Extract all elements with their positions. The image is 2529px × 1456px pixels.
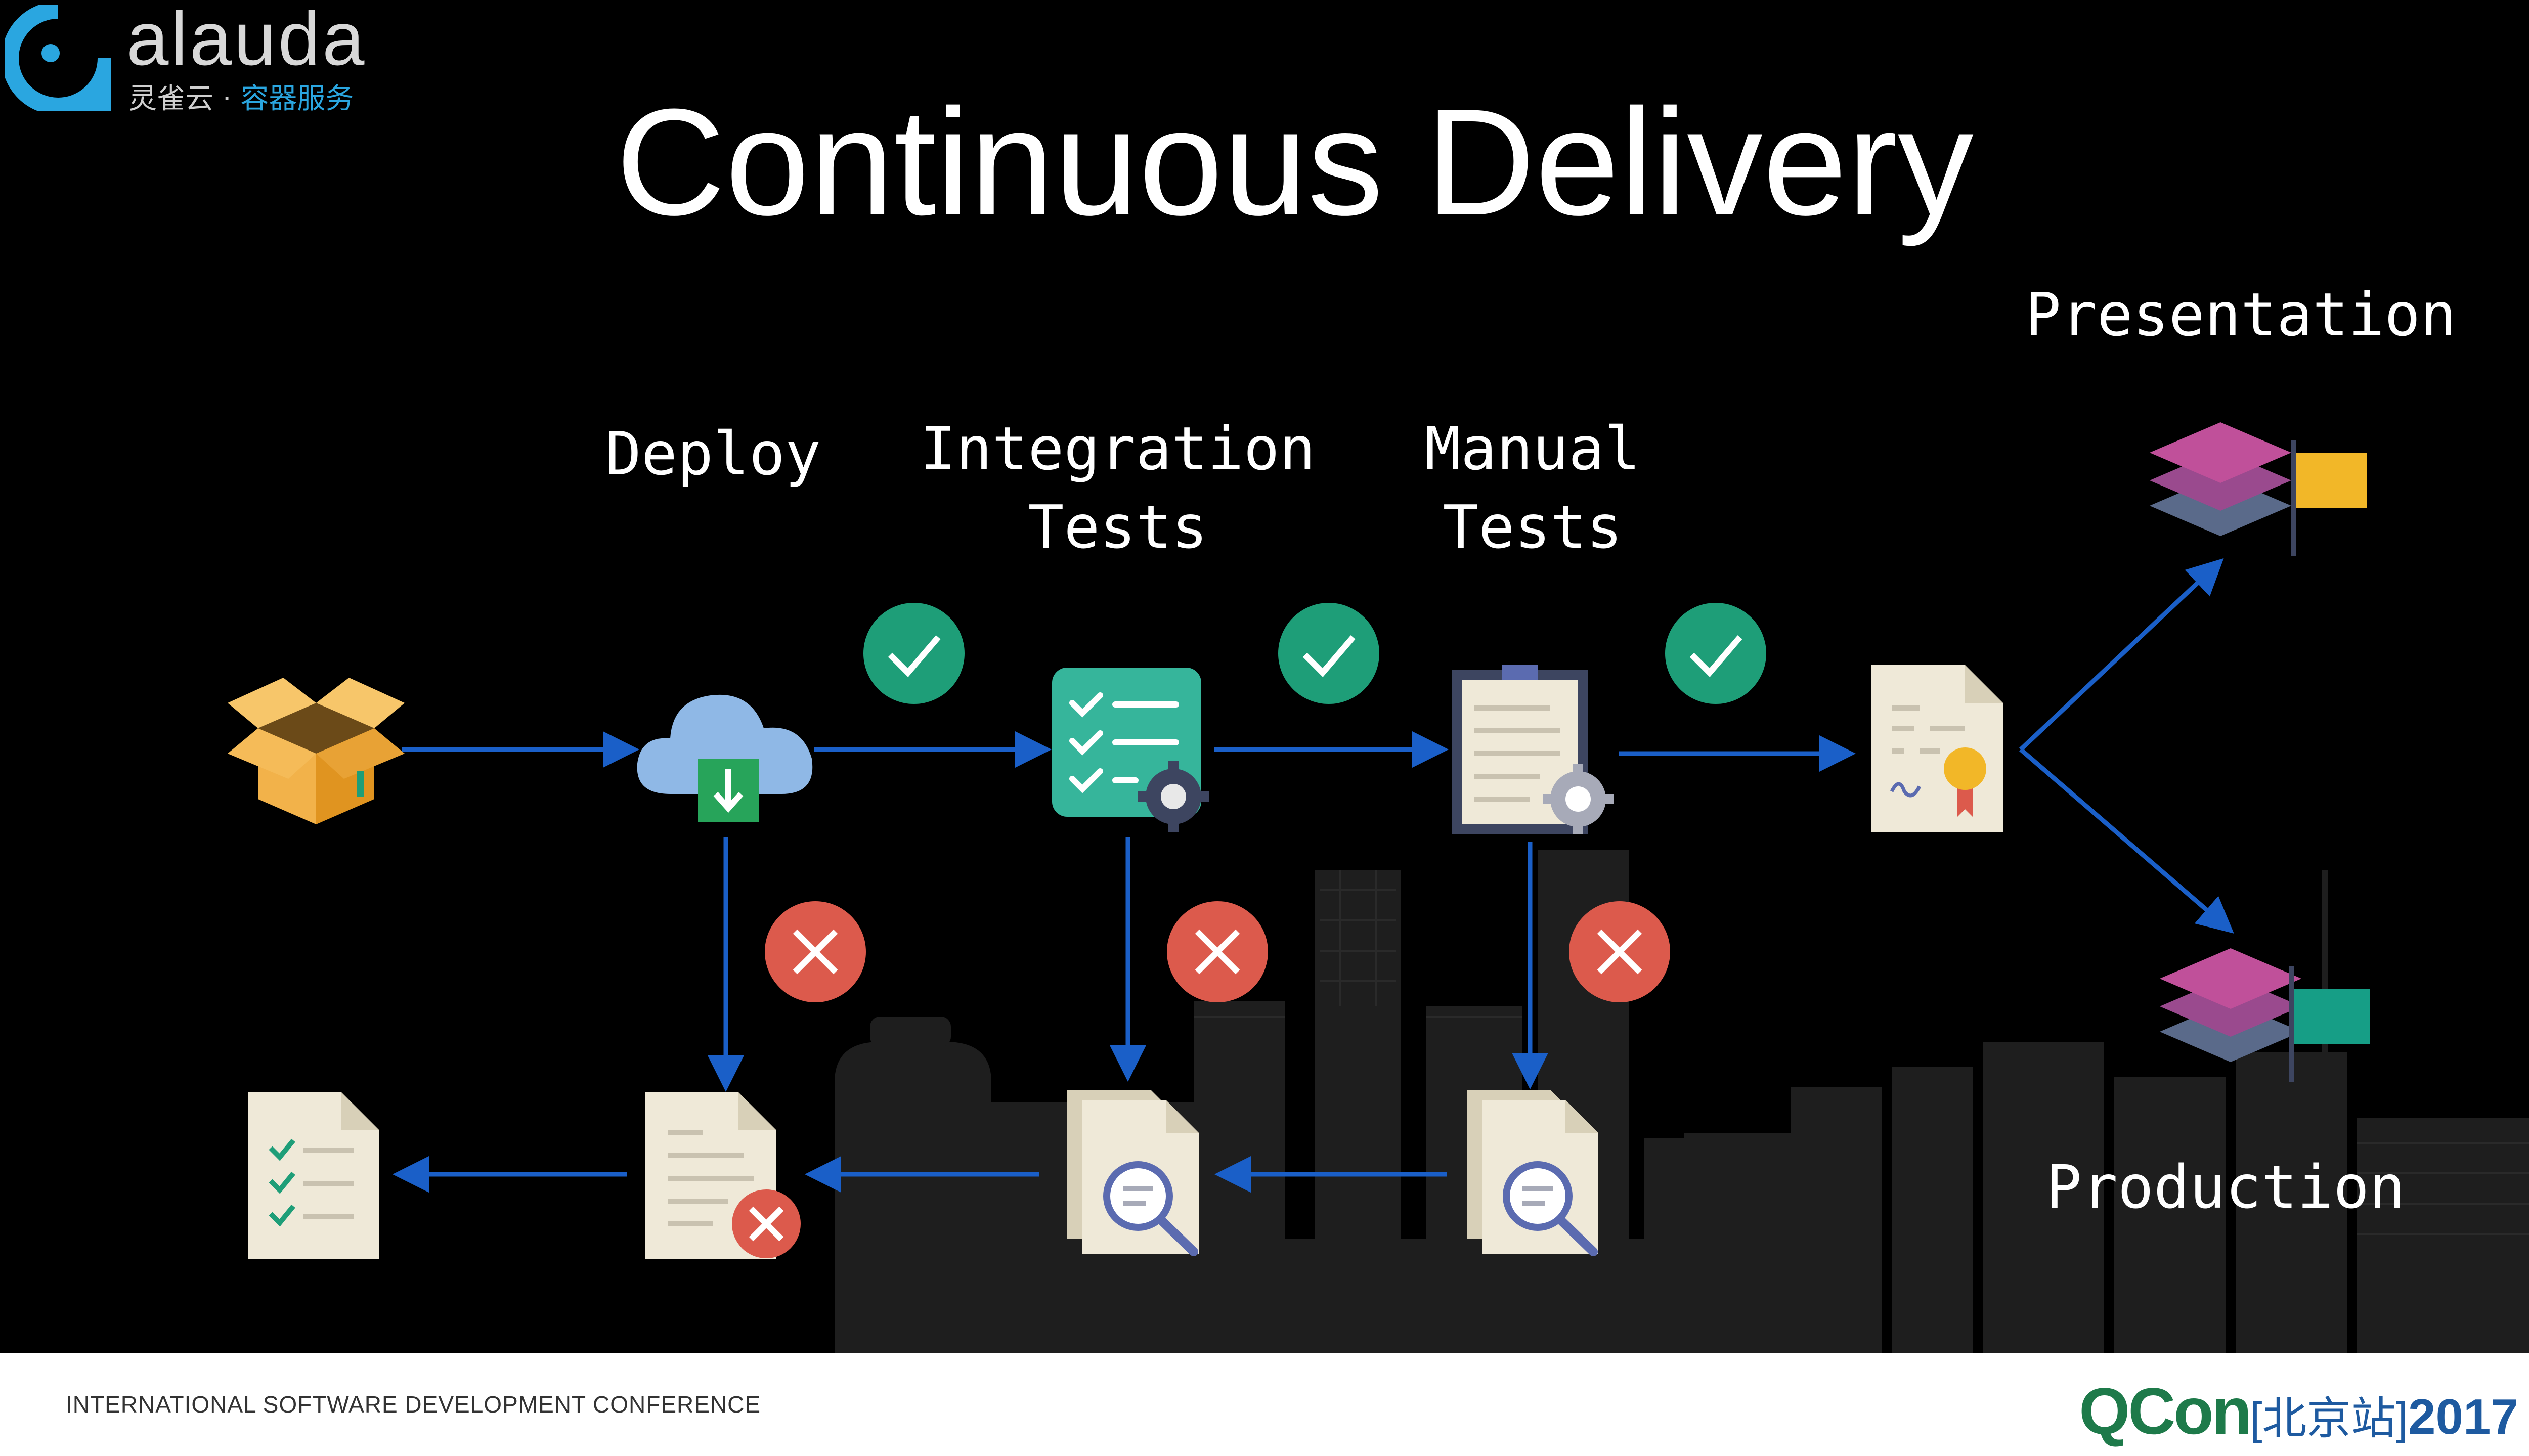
document-error-icon (645, 1092, 801, 1259)
certificate-icon (1871, 665, 2003, 832)
x-circle-icon (1569, 901, 1670, 1002)
label-presentation: Presentation (2025, 280, 2457, 349)
presentation-layers-flag-icon (2150, 422, 2367, 556)
alauda-logo: alauda 灵雀云 · 容器服务 (5, 0, 410, 117)
qcon-city: [北京站] (2250, 1393, 2408, 1443)
clipboard-gear-icon (1452, 665, 1614, 834)
qcon-logo: QCon[北京站]2017 (2079, 1373, 2518, 1449)
label-production: Production (2045, 1152, 2406, 1222)
footer-conference-name: INTERNATIONAL SOFTWARE DEVELOPMENT CONFE… (66, 1391, 761, 1418)
check-circle-icon (1278, 603, 1379, 704)
qcon-brand: QCon (2079, 1374, 2252, 1448)
alauda-bird-icon (5, 5, 111, 111)
logo-tagline-part2: 容器服务 (240, 82, 354, 115)
qcon-year: 2017 (2408, 1389, 2518, 1444)
label-integration-line1: Integration (920, 414, 1316, 483)
cloud-download-icon (637, 694, 813, 822)
logo-tagline: 灵雀云 · 容器服务 (128, 76, 354, 117)
document-search-icon (1067, 1090, 1199, 1256)
label-integration-line2: Tests (1028, 492, 1208, 562)
check-circle-icon (1665, 603, 1766, 704)
arrow-to-production (2019, 747, 2234, 934)
package-box-icon (228, 678, 405, 824)
document-search-icon (1467, 1090, 1598, 1256)
document-checklist-icon (248, 1092, 379, 1259)
label-manual-line1: Manual (1424, 414, 1641, 483)
checklist-gear-icon (1052, 668, 1209, 832)
arrow-to-presentation (2019, 558, 2224, 752)
x-circle-icon (765, 901, 866, 1002)
check-circle-icon (863, 603, 965, 704)
label-manual-line2: Tests (1443, 492, 1623, 562)
logo-wordmark: alauda (126, 0, 367, 81)
production-layers-flag-icon (2160, 948, 2370, 1082)
label-deploy: Deploy (605, 419, 821, 489)
slide-title: Continuous Delivery (616, 77, 1974, 247)
logo-tagline-part1: 灵雀云 · (128, 82, 241, 115)
x-circle-icon (1167, 901, 1268, 1002)
footer-bar: INTERNATIONAL SOFTWARE DEVELOPMENT CONFE… (0, 1353, 2529, 1456)
